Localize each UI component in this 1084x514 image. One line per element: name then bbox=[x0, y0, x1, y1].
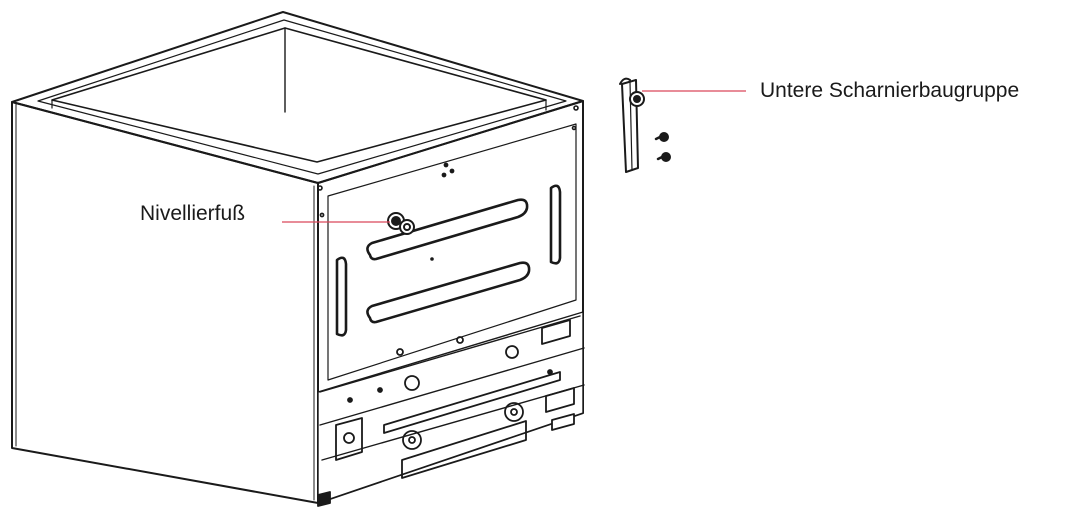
leader-lines bbox=[282, 90, 746, 223]
leveling-foot-part bbox=[387, 212, 415, 235]
hinge-assembly-part bbox=[619, 77, 671, 173]
label-lower-hinge-assembly: Untere Scharnierbaugruppe bbox=[760, 79, 1020, 102]
label-leveling-foot: Nivellierfuß bbox=[140, 202, 246, 225]
front-panel-detail bbox=[317, 105, 579, 381]
screw bbox=[654, 132, 669, 142]
base-plate bbox=[317, 311, 585, 507]
screw bbox=[656, 152, 671, 162]
